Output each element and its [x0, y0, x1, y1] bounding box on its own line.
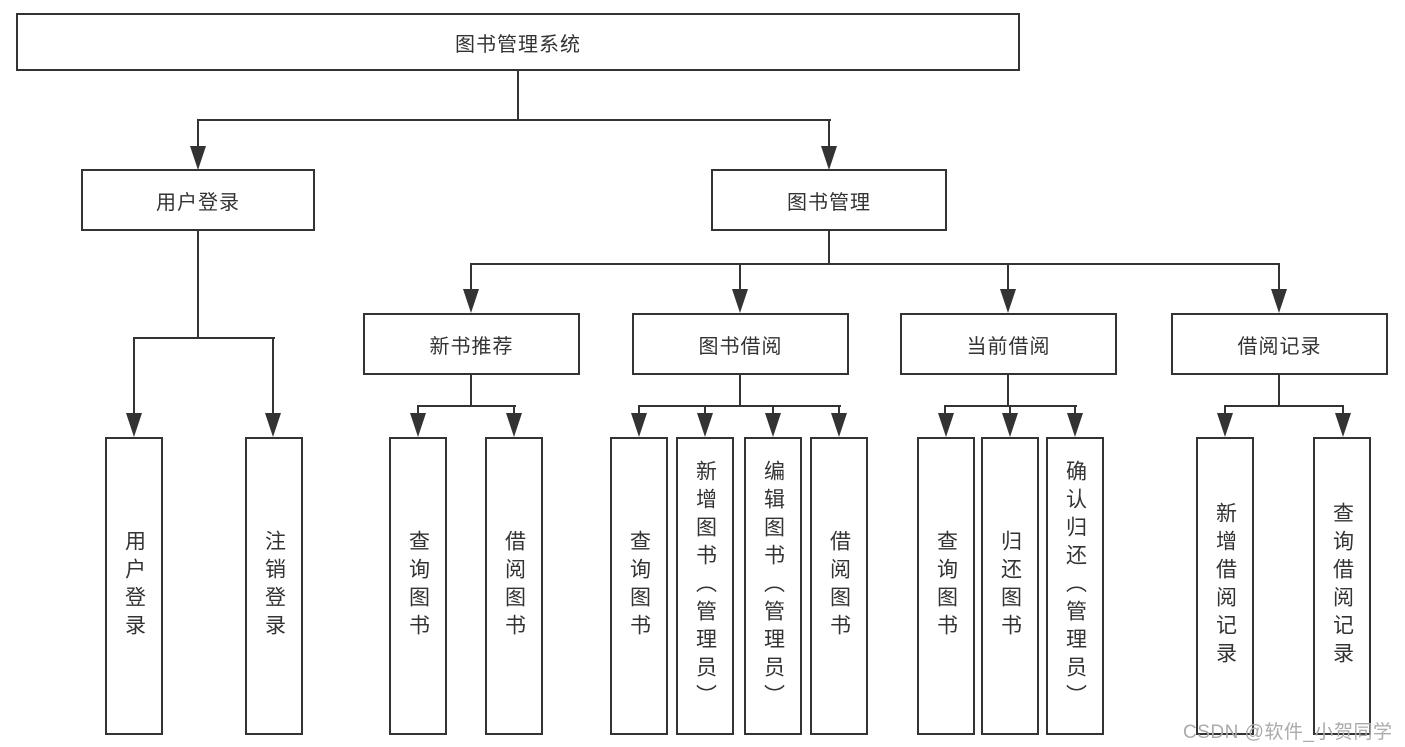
leaf-cb-return-book: 归还图书	[981, 437, 1039, 735]
connector-book-management-stem	[828, 231, 830, 265]
connector-drop-borrowing-records	[1278, 265, 1280, 291]
connector-drop-book-management	[828, 121, 830, 149]
arrow-down-icon	[265, 413, 281, 437]
node-book-borrowing: 图书借阅	[632, 313, 849, 375]
arrow-down-icon	[410, 413, 426, 437]
connector-drop	[417, 407, 419, 415]
arrow-down-icon	[697, 413, 713, 437]
arrow-down-icon	[1067, 413, 1083, 437]
connector-drop	[704, 407, 706, 415]
connector-drop-new-book-recommendation	[470, 265, 472, 291]
connector-drop	[1342, 407, 1344, 415]
connector-bb-stem	[739, 375, 741, 407]
connector-drop	[1224, 407, 1226, 415]
csdn-watermark: CSDN @软件_小贺同学	[1183, 722, 1393, 743]
leaf-bb-query-book: 查询图书	[610, 437, 668, 735]
connector-root-crossbar	[197, 119, 831, 121]
connector-drop	[944, 407, 946, 415]
arrow-down-icon	[732, 289, 748, 313]
connector-br-stem	[1278, 375, 1280, 407]
arrow-down-icon	[506, 413, 522, 437]
leaf-cb-query-book: 查询图书	[917, 437, 975, 735]
connector-bb-crossbar	[638, 405, 841, 407]
arrow-down-icon	[1271, 289, 1287, 313]
connector-drop-leaf-user-login	[133, 339, 135, 415]
leaf-user-login: 用户登录	[105, 437, 163, 735]
arrow-down-icon	[831, 413, 847, 437]
connector-user-login-stem	[197, 231, 199, 339]
connector-nbr-stem	[470, 375, 472, 407]
node-book-management: 图书管理	[711, 169, 947, 231]
arrow-down-icon	[1000, 289, 1016, 313]
connector-drop	[838, 407, 840, 415]
leaf-bb-borrow-book: 借阅图书	[810, 437, 868, 735]
arrow-down-icon	[1002, 413, 1018, 437]
arrow-down-icon	[765, 413, 781, 437]
arrow-down-icon	[190, 146, 206, 170]
connector-root-stem	[517, 71, 519, 121]
connector-drop-current-borrowing	[1007, 265, 1009, 291]
connector-drop	[1074, 407, 1076, 415]
leaf-br-query-record: 查询借阅记录	[1313, 437, 1371, 735]
arrow-down-icon	[126, 413, 142, 437]
connector-br-crossbar	[1224, 405, 1344, 407]
leaf-logout: 注销登录	[245, 437, 303, 735]
connector-drop-leaf-logout	[272, 339, 274, 415]
connector-drop	[1009, 407, 1011, 415]
leaf-br-add-record: 新增借阅记录	[1196, 437, 1254, 735]
node-current-borrowing: 当前借阅	[900, 313, 1117, 375]
connector-cb-stem	[1007, 375, 1009, 407]
leaf-bb-edit-book-admin: 编辑图书（管理员）	[744, 437, 802, 735]
leaf-cb-confirm-return-admin: 确认归还（管理员）	[1046, 437, 1104, 735]
leaf-nbr-query-book: 查询图书	[389, 437, 447, 735]
connector-drop-user-login	[197, 121, 199, 149]
leaf-bb-add-book-admin: 新增图书（管理员）	[676, 437, 734, 735]
connector-drop	[513, 407, 515, 415]
arrow-down-icon	[463, 289, 479, 313]
connector-book-management-crossbar	[470, 263, 1280, 265]
connector-drop	[772, 407, 774, 415]
node-new-book-recommendation: 新书推荐	[363, 313, 580, 375]
node-borrowing-records: 借阅记录	[1171, 313, 1388, 375]
arrow-down-icon	[1335, 413, 1351, 437]
connector-drop-book-borrowing	[739, 265, 741, 291]
connector-cb-crossbar	[944, 405, 1077, 407]
arrow-down-icon	[938, 413, 954, 437]
connector-drop	[638, 407, 640, 415]
node-user-login: 用户登录	[81, 169, 315, 231]
arrow-down-icon	[1217, 413, 1233, 437]
leaf-nbr-borrow-book: 借阅图书	[485, 437, 543, 735]
node-library-management-system: 图书管理系统	[16, 13, 1020, 71]
connector-nbr-crossbar	[417, 405, 516, 407]
connector-user-login-crossbar	[133, 337, 275, 339]
arrow-down-icon	[821, 146, 837, 170]
arrow-down-icon	[631, 413, 647, 437]
